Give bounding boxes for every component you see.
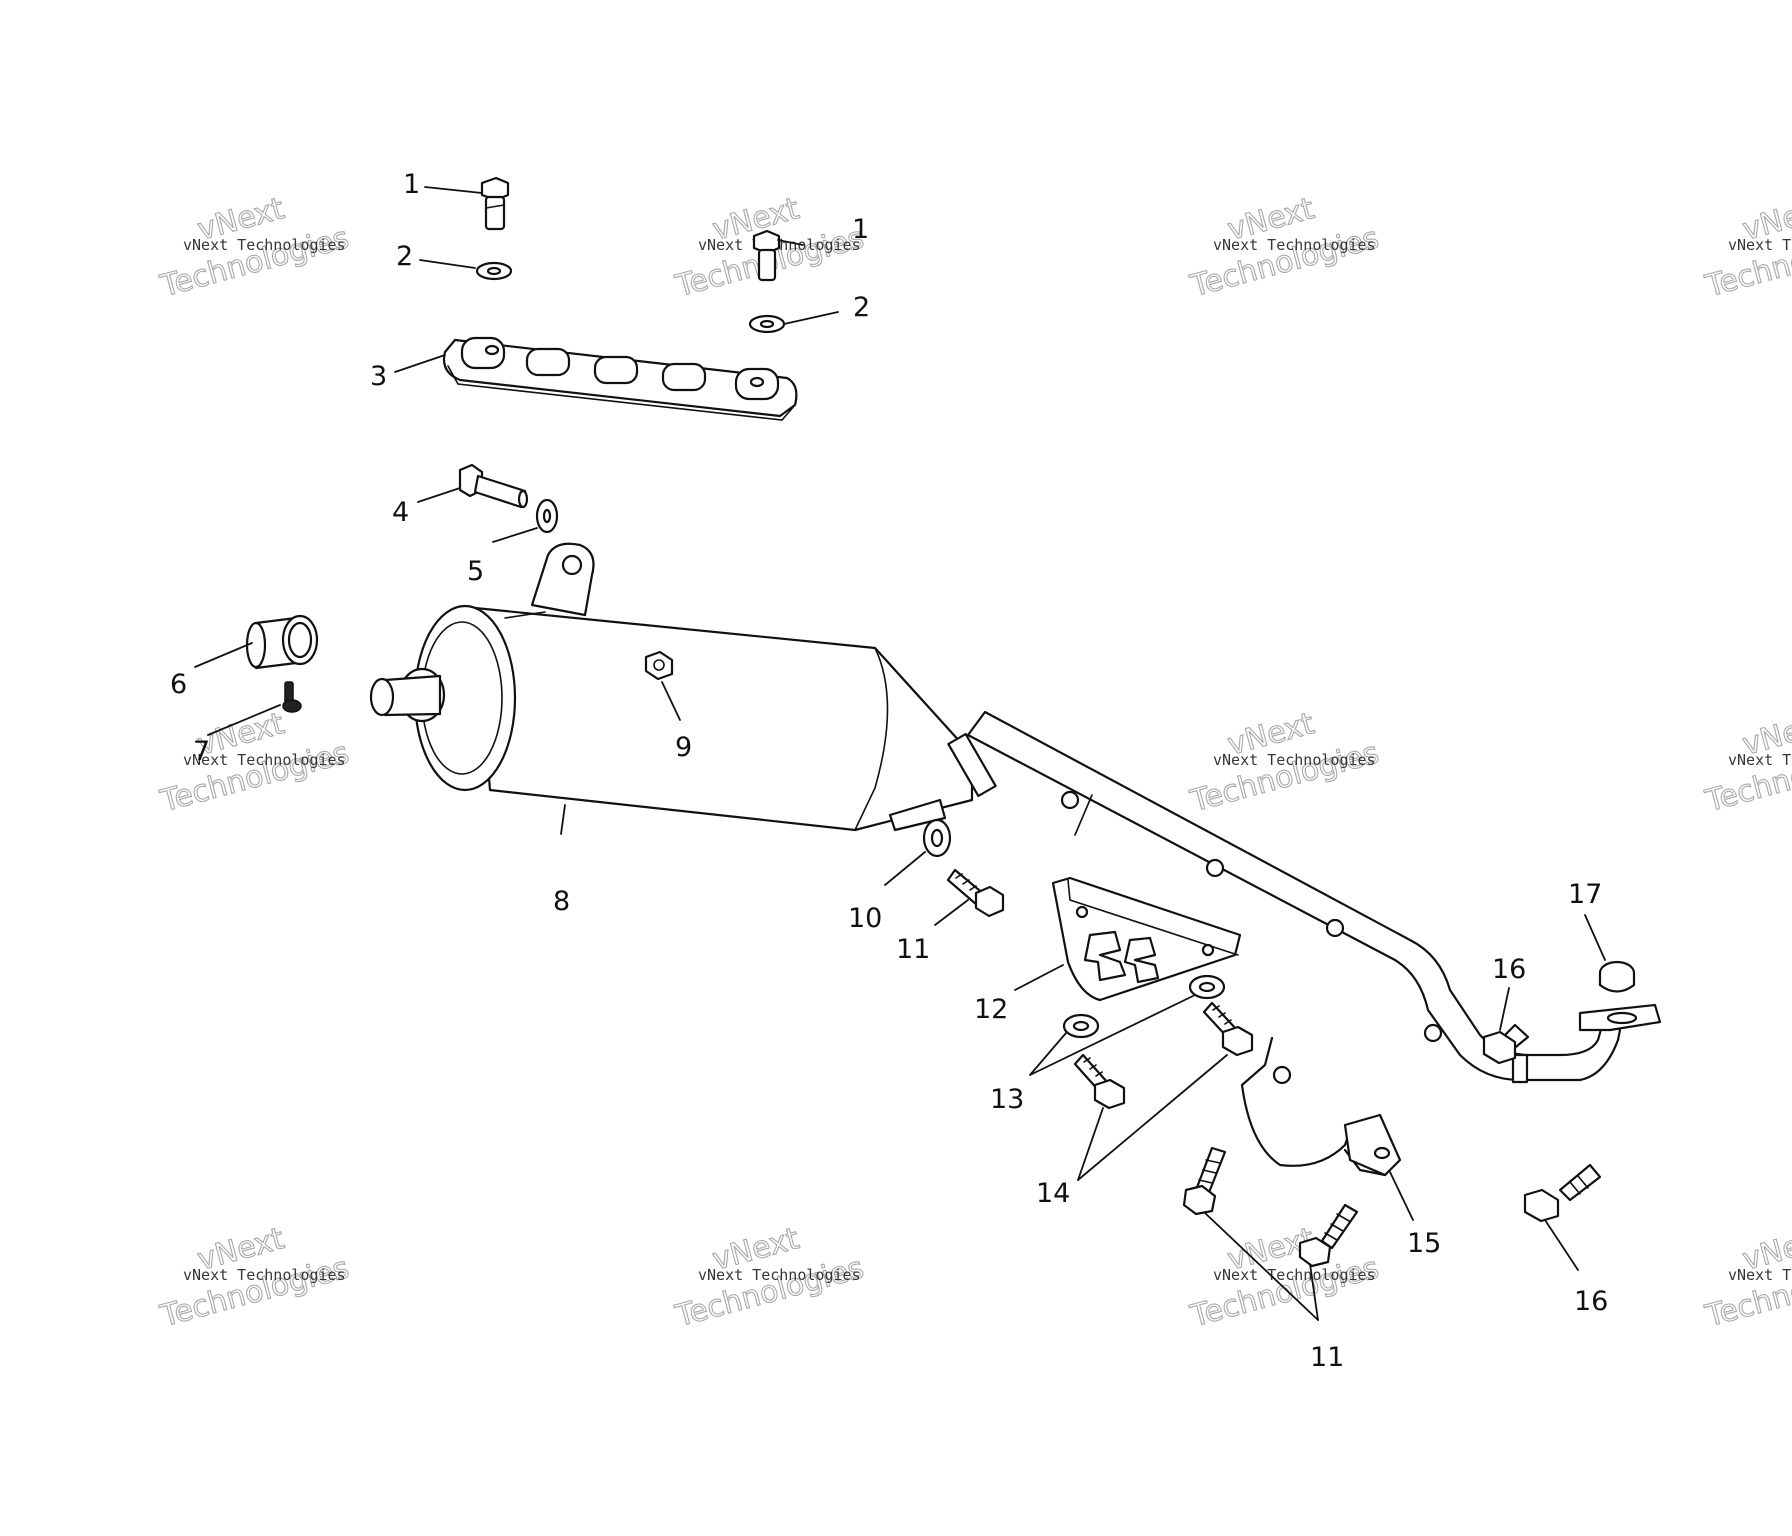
washer-part-2-hole — [486, 266, 502, 276]
callout-6: 6 — [170, 669, 187, 700]
callout-10: 10 — [848, 903, 882, 934]
watermark-text: vNext Technologies — [1213, 236, 1376, 254]
bolt-part-16-lower — [1523, 1163, 1602, 1223]
bolt-part-4 — [458, 463, 529, 509]
callout-7: 7 — [193, 736, 210, 767]
screw-part-7 — [282, 681, 302, 713]
callout-16-lower: 16 — [1574, 1286, 1608, 1317]
nut-part-9 — [644, 650, 674, 681]
callout-12: 12 — [974, 994, 1008, 1025]
washer-part-13-hole — [1072, 1020, 1090, 1032]
gasket-part-17-side — [1598, 971, 1636, 993]
callout-11-lower: 11 — [1310, 1342, 1344, 1373]
callout-13: 13 — [990, 1084, 1024, 1115]
watermark: Technologies vNext vNext Technologies — [156, 1221, 353, 1335]
watermark-text: vNext Technologies — [1728, 751, 1792, 769]
callout-17: 17 — [1568, 879, 1602, 910]
callout-labels: 1 1 2 2 3 4 5 6 7 8 9 10 11 12 13 14 15 … — [170, 169, 1608, 1373]
callout-9: 9 — [675, 732, 692, 763]
watermark-text: vNext Technologies — [183, 1266, 346, 1284]
callout-2-right: 2 — [853, 292, 870, 323]
bolt-part-16 — [1482, 1023, 1530, 1065]
callout-11: 11 — [896, 934, 930, 965]
washer-part-2-right-hole — [759, 319, 775, 329]
watermark: Technologies vNext vNext Technologies — [156, 706, 353, 820]
bolt-part-11-lower-b — [1298, 1203, 1359, 1268]
muffler-part-8 — [369, 542, 974, 832]
bracket-part-15 — [1240, 1036, 1402, 1177]
watermark-text: vNext Technologies — [1728, 236, 1792, 254]
bolt-part-1 — [480, 176, 510, 231]
washer-part-13-b-hole — [1198, 981, 1216, 993]
bolt-part-11 — [946, 868, 1005, 918]
callout-2: 2 — [396, 241, 413, 272]
watermark: Technologies vNext vNext Technologies — [1701, 191, 1792, 305]
callout-15: 15 — [1407, 1228, 1441, 1259]
callout-3: 3 — [370, 361, 387, 392]
watermark: Technologies vNext vNext Technologies — [1701, 706, 1792, 820]
heat-shield-part-12 — [1051, 876, 1242, 1002]
bolt-part-14-b — [1202, 1001, 1254, 1057]
bolt-part-14 — [1073, 1053, 1126, 1110]
callout-8: 8 — [553, 886, 570, 917]
callout-5: 5 — [467, 556, 484, 587]
watermark-text: vNext Technologies — [183, 236, 346, 254]
watermark-text: vNext Technologies — [1213, 751, 1376, 769]
exhaust-pipe — [947, 710, 1662, 1084]
washer-part-5-hole — [542, 508, 552, 524]
watermark: Technologies vNext vNext Technologies — [671, 1221, 868, 1335]
bolt-part-11-lower — [1182, 1146, 1227, 1216]
watermark: Technologies vNext vNext Technologies — [1186, 191, 1383, 305]
leader-lines — [194, 186, 1606, 1321]
watermark: Technologies vNext vNext Technologies — [156, 191, 353, 305]
callout-14: 14 — [1036, 1178, 1070, 1209]
watermark: Technologies vNext vNext Technologies — [1701, 1221, 1792, 1335]
sleeve-part-6 — [245, 614, 319, 670]
washer-part-10-hole — [930, 828, 944, 848]
bolt-part-1-right — [752, 229, 781, 282]
watermark: Technologies vNext vNext Technologies — [1186, 1221, 1383, 1335]
callout-4: 4 — [392, 497, 409, 528]
callout-1: 1 — [403, 169, 420, 200]
watermark-text: vNext Technologies — [698, 1266, 861, 1284]
watermark-text: vNext Technologies — [1213, 1266, 1376, 1284]
watermark-text: vNext Technologies — [1728, 1266, 1792, 1284]
callout-16: 16 — [1492, 954, 1526, 985]
watermark-text: vNext Technologies — [183, 751, 346, 769]
bracket-part-3 — [442, 336, 798, 421]
callout-1-right: 1 — [852, 214, 869, 245]
watermark: Technologies vNext vNext Technologies — [1186, 706, 1383, 820]
